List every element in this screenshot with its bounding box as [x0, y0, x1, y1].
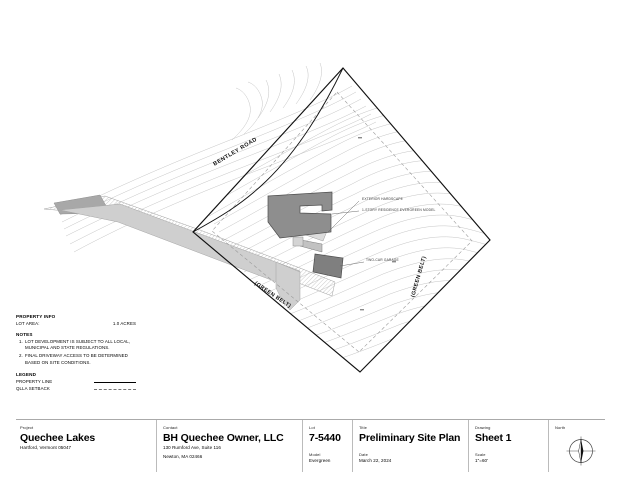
contact-caption: Contact	[163, 425, 178, 430]
note-number: 1.	[19, 338, 23, 344]
property-info-row: LOT AREA: 1.0 ACRES	[16, 321, 136, 327]
setback-line-swatch-icon	[94, 386, 136, 391]
note-item: 2. FINAL DRIVEWAY ACCESS TO BE DETERMINE…	[16, 353, 136, 366]
project-address: Hartford, Vermont 05047	[20, 445, 72, 451]
contact-address-line-1: 130 Rumford Ave, Suite 116	[163, 445, 221, 451]
lot-area-value: 1.0 ACRES	[112, 321, 136, 327]
spot-elevations	[358, 137, 396, 311]
note-number: 2.	[19, 353, 23, 359]
building-footprints	[267, 191, 344, 279]
legend-label: PROPERTY LINE	[16, 378, 53, 384]
title-block-contact-cell: Contact BH Quechee Owner, LLC 130 Rumfor…	[156, 420, 302, 472]
legend-item-qlla-setback: QLLA SETBACK	[16, 386, 136, 393]
label-green-belt-right: (GREEN BELT)	[410, 255, 428, 298]
model-value: Evergreen	[309, 458, 331, 464]
model-caption: Model	[309, 451, 321, 457]
property-info-heading: PROPERTY INFO	[16, 314, 56, 319]
garage-footprint	[312, 253, 344, 279]
notes-list: 1. LOT DEVELOPMENT IS SUBJECT TO ALL LOC…	[16, 339, 136, 367]
title-block-title-cell: Title Preliminary Site Plan Date March 2…	[352, 420, 468, 472]
date-caption: Date	[359, 451, 368, 457]
residence-footprint	[267, 191, 333, 239]
qlla-setback-line	[211, 91, 473, 353]
legend-heading: LEGEND	[16, 371, 37, 377]
drawing-caption: Drawing	[475, 425, 491, 430]
legend-item-property-line: PROPERTY LINE	[16, 379, 136, 386]
notes-heading: NOTES	[16, 331, 33, 337]
project-caption: Project	[20, 425, 34, 430]
property-line-swatch-icon	[94, 380, 136, 385]
north-arrow-icon	[566, 436, 596, 466]
sheet-title: Preliminary Site Plan	[359, 431, 461, 444]
plan-notes-panel: PROPERTY INFO LOT AREA: 1.0 ACRES NOTES …	[16, 314, 136, 392]
title-block: Project Quechee Lakes Hartford, Vermont …	[16, 419, 605, 472]
title-caption: Title	[359, 425, 368, 430]
callout-residence: 1-STORY RESIDENCE EVERGREEN MODEL	[362, 208, 435, 212]
lot-caption: Lot	[309, 425, 315, 430]
note-item: 1. LOT DEVELOPMENT IS SUBJECT TO ALL LOC…	[16, 339, 136, 352]
callout-hardscape: EXTERIOR HARDSCAPE	[362, 197, 404, 201]
annotation-leaders	[327, 200, 365, 267]
scale-caption: Scale	[475, 451, 486, 457]
title-block-project-cell: Project Quechee Lakes Hartford, Vermont …	[16, 420, 156, 472]
lot-area-label: LOT AREA:	[16, 321, 40, 327]
scale-value: 1"=60'	[475, 458, 489, 464]
lot-number: 7-5440	[309, 431, 341, 444]
callout-garage: TWO-CAR GARAGE	[366, 258, 400, 262]
title-block-lot-cell: Lot 7-5440 Model Evergreen	[302, 420, 352, 472]
north-caption: North	[555, 425, 566, 430]
drawing-number: Sheet 1	[475, 431, 512, 444]
note-text: FINAL DRIVEWAY ACCESS TO BE DETERMINED B…	[25, 353, 128, 365]
title-block-north-cell: North	[548, 420, 605, 472]
note-text: LOT DEVELOPMENT IS SUBJECT TO ALL LOCAL,…	[25, 338, 131, 351]
road-edge	[192, 67, 344, 233]
date-value: March 22, 2024	[359, 458, 392, 464]
entry-block	[292, 236, 304, 247]
title-block-drawing-cell: Drawing Sheet 1 Scale 1"=60'	[468, 420, 548, 472]
project-name: Quechee Lakes	[20, 431, 96, 444]
contact-name: BH Quechee Owner, LLC	[163, 431, 284, 444]
contact-address-line-2: Newton, MA 02466	[163, 453, 203, 459]
property-line	[192, 67, 491, 373]
legend-label: QLLA SETBACK	[16, 385, 50, 391]
driveway	[59, 203, 301, 311]
